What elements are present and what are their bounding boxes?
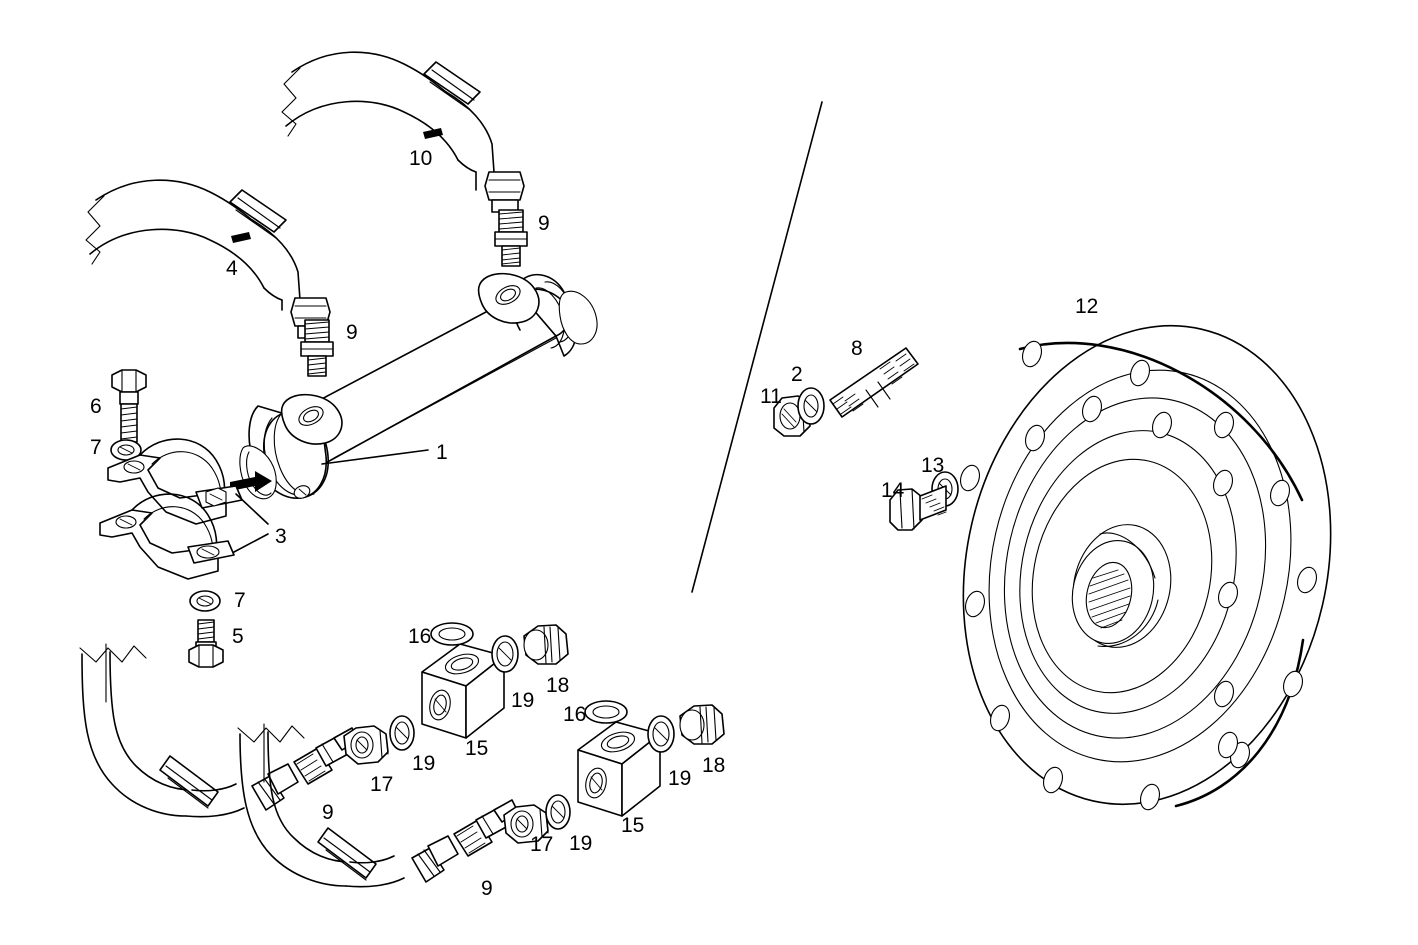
- callout-17-lower: 17: [530, 833, 554, 856]
- seal-ring-c: [647, 715, 675, 753]
- flex-drive-plate: [959, 324, 1332, 811]
- callout-9-c: 9: [322, 801, 334, 824]
- screw-plug-upper: [523, 624, 569, 665]
- hex-bolt-lower: [188, 619, 224, 668]
- flat-washer-stud: [797, 387, 825, 425]
- hex-bolt-plate: [889, 485, 947, 531]
- callout-19-d: 19: [569, 832, 593, 855]
- callout-3: 3: [275, 525, 287, 548]
- screw-plug-lower: [679, 704, 725, 745]
- hose-bottom-left-b: [237, 723, 459, 888]
- o-ring-upper: [430, 622, 474, 646]
- callout-1: 1: [436, 441, 448, 464]
- seal-ring-d: [545, 794, 571, 830]
- mounting-clamp-upper: [107, 438, 243, 525]
- callout-18-lower: 18: [702, 754, 726, 777]
- callout-15-lower: 15: [621, 814, 645, 837]
- connector-nipple-b: [300, 319, 334, 377]
- adapter-upper: [343, 725, 389, 765]
- heat-exchanger-body: [230, 272, 598, 500]
- callout-9-a: 9: [538, 212, 550, 235]
- callout-15-upper: 15: [465, 737, 489, 760]
- callout-10: 10: [409, 147, 433, 170]
- callout-7-lower: 7: [234, 589, 246, 612]
- callout-11: 11: [760, 385, 782, 408]
- callout-5: 5: [232, 625, 244, 648]
- adapter-lower: [503, 804, 549, 844]
- o-ring-lower: [584, 700, 628, 724]
- callout-13: 13: [921, 454, 945, 477]
- callout-14: 14: [881, 479, 905, 502]
- callout-18-upper: 18: [546, 674, 570, 697]
- callout-9-b: 9: [346, 321, 358, 344]
- connector-nipple-d: [453, 799, 519, 857]
- seal-ring-a: [491, 635, 519, 673]
- section-separator-line: [691, 101, 823, 593]
- hex-bolt-upper: [111, 369, 147, 443]
- callout-16-upper: 16: [408, 625, 432, 648]
- hose-lower-assembly: [85, 179, 331, 339]
- hose-bottom-left-a: [79, 643, 299, 818]
- washer-lower: [189, 590, 221, 612]
- seal-ring-b: [389, 715, 415, 751]
- callout-9-d: 9: [481, 877, 493, 900]
- callout-2: 2: [791, 363, 803, 386]
- mounting-clamp-lower: [99, 493, 269, 580]
- callout-8: 8: [851, 337, 863, 360]
- callout-17-upper: 17: [370, 773, 394, 796]
- callout-6: 6: [90, 395, 102, 418]
- callout-16-lower: 16: [563, 703, 587, 726]
- callout-19-c: 19: [668, 767, 692, 790]
- callout-12: 12: [1075, 295, 1099, 318]
- spline-hatching: [1088, 569, 1131, 629]
- manifold-block-upper: [421, 643, 505, 739]
- threaded-stud: [829, 347, 919, 418]
- hose-upper-assembly: [281, 51, 525, 213]
- connector-nipple-a: [494, 209, 528, 267]
- manifold-block-lower: [577, 721, 661, 817]
- callout-7-upper: 7: [90, 436, 102, 459]
- callout-4: 4: [226, 257, 238, 280]
- callout-19-a: 19: [511, 689, 535, 712]
- callout-19-b: 19: [412, 752, 436, 775]
